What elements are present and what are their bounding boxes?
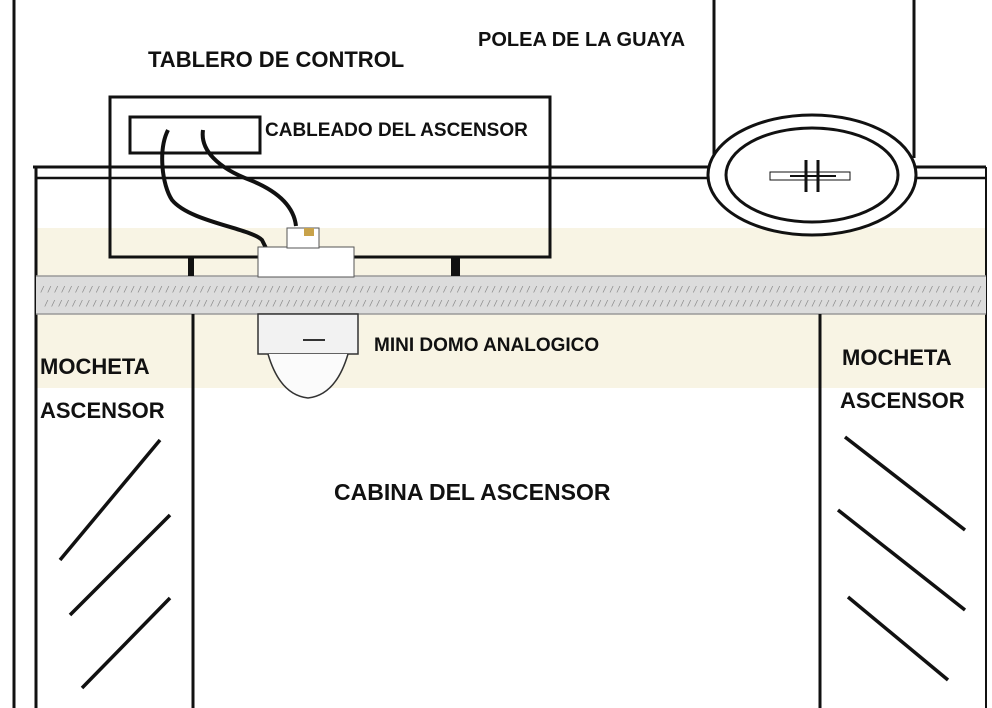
svg-text://////////////////////////////: ////////////////////////////////////////…	[44, 299, 982, 308]
pulley	[706, 113, 918, 237]
label-jamb-right-line2: ASCENSOR	[840, 388, 965, 413]
label-wiring: CABLEADO DEL ASCENSOR	[265, 120, 528, 141]
control-panel	[108, 95, 552, 276]
wire-left	[160, 129, 270, 253]
label-mini-dome: MINI DOMO ANALOGICO	[374, 335, 599, 356]
label-pulley: POLEA DE LA GUAYA	[478, 29, 685, 51]
label-cabin: CABINA DEL ASCENSOR	[334, 479, 611, 505]
ceiling-slab: ////////////////////////////////////////…	[36, 275, 986, 315]
label-jamb-left-line2: ASCENSOR	[40, 398, 165, 423]
label-jamb-right-line1: MOCHETA	[842, 345, 952, 370]
jamb-left-hatches	[58, 438, 172, 690]
svg-text://////////////////////////////: ////////////////////////////////////////…	[40, 285, 982, 294]
mini-dome-camera	[257, 227, 359, 399]
label-jamb-left-line1: MOCHETA	[40, 354, 150, 379]
label-control-panel: TABLERO DE CONTROL	[148, 47, 404, 72]
jamb-right-hatches	[836, 435, 967, 682]
wire-right	[200, 129, 298, 227]
